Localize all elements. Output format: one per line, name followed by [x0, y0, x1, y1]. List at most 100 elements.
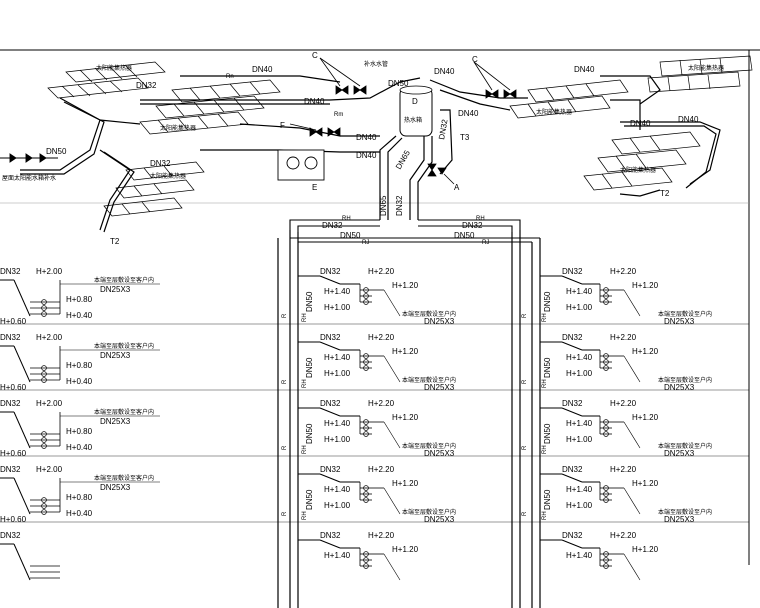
valve-icon [41, 437, 47, 443]
makeup-pipe [0, 153, 58, 163]
right-branch-pipe [561, 341, 583, 351]
collector-label-2: 太阳能集热器 [160, 124, 196, 132]
riser-dn50-right: DN50 [543, 291, 552, 312]
riser-r-left: R [282, 313, 288, 318]
valve-icon [603, 359, 609, 365]
header-rj: RJ [362, 240, 369, 246]
left-h080-label: H+0.80 [66, 427, 93, 436]
left-h060-label: H+0.60 [0, 383, 27, 392]
mid-h140-label: H+1.40 [324, 353, 351, 362]
mid-note-label: 本端至层敷设至户内 [402, 508, 456, 516]
right-branch-pipe [561, 275, 583, 285]
mid-h100-label: H+1.00 [324, 369, 351, 378]
right-h220-label: H+2.20 [610, 267, 637, 276]
riser-rh-left: RH [302, 313, 308, 322]
hot-water-tank: D 热水箱 [399, 85, 433, 137]
left-h040-label: H+0.40 [66, 443, 93, 452]
right-note-leader [623, 421, 641, 449]
left-branch-pipe [13, 345, 31, 383]
valve-icon [363, 425, 369, 431]
mid-dn32-label: DN32 [320, 531, 341, 540]
mid-note-leader [383, 289, 401, 317]
left-dn32-label: DN32 [0, 531, 21, 540]
mid-note-label: 本端至层敷设至户内 [402, 442, 456, 450]
collector-label-6: 太阳能集热器 [620, 166, 656, 174]
mid-note-label: 本端至层敷设至户内 [402, 376, 456, 384]
mid-h100-label: H+1.00 [324, 501, 351, 510]
valve-icon [41, 443, 47, 449]
label-t2-right: T2 [660, 189, 670, 198]
label-supply: 补水水管 [364, 60, 388, 68]
header-dn32-right: DN32 [462, 221, 483, 230]
right-h100-label: H+1.00 [566, 501, 593, 510]
pump-e: E [277, 149, 325, 192]
left-dn25-label: DN25X3 [100, 285, 131, 294]
mid-h220-label: H+2.20 [368, 531, 395, 540]
riser-rh-left: RH [302, 445, 308, 454]
label-dn50-b: DN50 [388, 79, 409, 88]
valve-icon [603, 431, 609, 437]
pump-e-label: E [312, 183, 317, 192]
left-dn32-label: DN32 [0, 333, 21, 342]
label-dn32-a: DN32 [150, 159, 171, 168]
valve-icon [363, 293, 369, 299]
right-branch-pipe [561, 539, 583, 549]
riser-r-right: R [522, 379, 528, 384]
right-dn32-label: DN32 [562, 531, 583, 540]
label-t3: T3 [460, 133, 470, 142]
valve-icon [603, 563, 609, 569]
riser-rh-right: RH [542, 313, 548, 322]
valve-icon [603, 551, 609, 557]
riser-r-right: R [522, 445, 528, 450]
header-rh: RH [342, 216, 351, 222]
valve-icon [41, 377, 47, 383]
right-note-label: 本端至层敷设至户内 [658, 508, 712, 516]
left-h060-label: H+0.60 [0, 449, 27, 458]
right-dn25-label: DN25X3 [664, 449, 695, 458]
riser-dn50-left: DN50 [305, 489, 314, 510]
label-dn32-c: DN32 [437, 118, 450, 140]
valve-icon [603, 557, 609, 563]
right-h120-label: H+1.20 [632, 347, 659, 356]
riser-r-right: R [522, 511, 528, 516]
mid-h220-label: H+2.20 [368, 267, 395, 276]
mid-h220-label: H+2.20 [368, 333, 395, 342]
label-dn40-f: DN40 [356, 151, 377, 160]
left-h-label: H+2.00 [36, 465, 63, 474]
collector-array-left-mid [139, 79, 281, 135]
valve-icon [363, 287, 369, 293]
left-note-label: 本端至层敷设至客户内 [94, 276, 154, 284]
header-dn65-v: DN65 [379, 195, 388, 216]
label-dn50-a: DN50 [46, 147, 67, 156]
right-h120-label: H+1.20 [632, 545, 659, 554]
right-dn25-label: DN25X3 [664, 317, 695, 326]
left-h040-label: H+0.40 [66, 377, 93, 386]
mid-note-leader [383, 421, 401, 449]
right-note-label: 本端至层敷设至户内 [658, 376, 712, 384]
valve-group-f [289, 123, 341, 137]
left-h040-label: H+0.40 [66, 311, 93, 320]
label-f: F [280, 121, 285, 130]
valve-icon [363, 419, 369, 425]
mid-branch-pipe [319, 275, 341, 285]
right-branch-pipe [561, 473, 583, 483]
right-note-label: 本端至层敷设至户内 [658, 310, 712, 318]
riser-rh-right: RH [542, 445, 548, 454]
right-h140-label: H+1.40 [566, 485, 593, 494]
pump-icon [304, 156, 318, 170]
valve-icon [41, 503, 47, 509]
mid-h100-label: H+1.00 [324, 303, 351, 312]
left-h080-label: H+0.80 [66, 361, 93, 370]
valve-icon [363, 551, 369, 557]
left-note-label: 本端至层敷设至客户内 [94, 474, 154, 482]
valve-icon [603, 485, 609, 491]
risers [277, 230, 541, 608]
mid-dn25-label: DN25X3 [424, 515, 455, 524]
riser-dn50-right: DN50 [543, 357, 552, 378]
tank-d-label: D [412, 97, 418, 106]
valve-icon [41, 305, 47, 311]
mid-branch-pipe [319, 407, 341, 417]
left-h060-label: H+0.60 [0, 317, 27, 326]
